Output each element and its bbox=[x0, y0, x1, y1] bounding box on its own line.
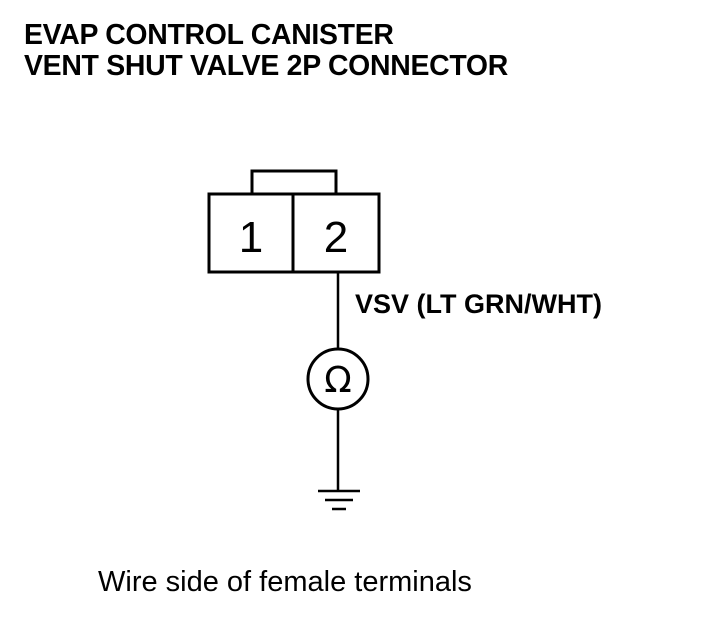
pin-1-label: 1 bbox=[239, 213, 263, 262]
title-line-2: VENT SHUT VALVE 2P CONNECTOR bbox=[24, 50, 508, 82]
ohm-symbol: Ω bbox=[324, 360, 352, 401]
connector-body: 1 2 bbox=[207, 192, 381, 274]
title-line-1: EVAP CONTROL CANISTER bbox=[24, 19, 394, 51]
pin-2-label: 2 bbox=[324, 213, 348, 262]
wire-label: VSV (LT GRN/WHT) bbox=[355, 289, 602, 319]
diagram-title: EVAP CONTROL CANISTER VENT SHUT VALVE 2P… bbox=[24, 20, 508, 82]
diagram-caption: Wire side of female terminals bbox=[98, 566, 472, 598]
ohmmeter-icon: Ω bbox=[306, 347, 370, 411]
connector-latch bbox=[250, 169, 338, 197]
ground-icon bbox=[318, 489, 360, 511]
